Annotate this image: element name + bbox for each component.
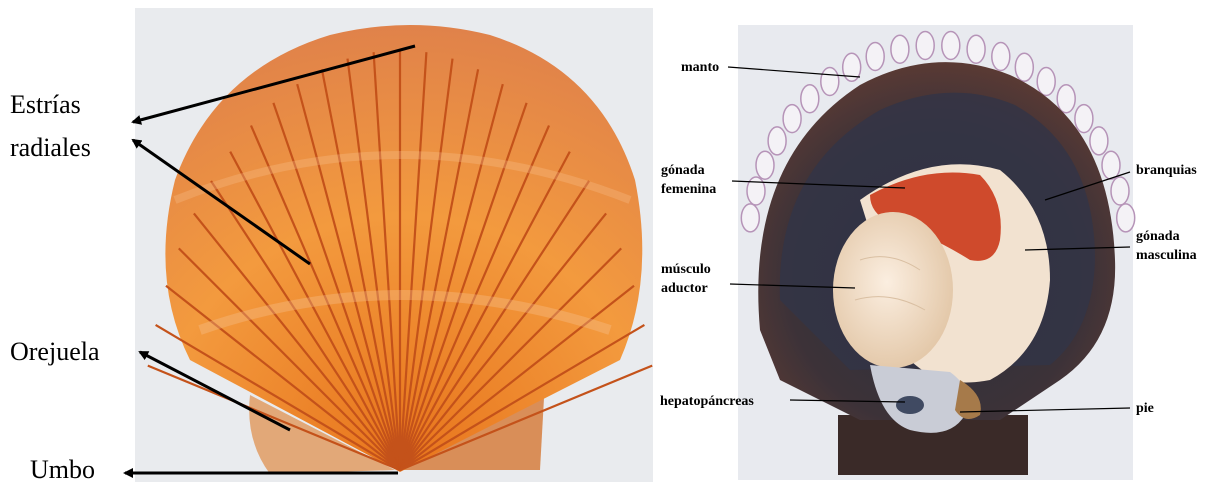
rim-tooth (1117, 204, 1135, 232)
label-branquias: branquias (1136, 163, 1197, 178)
rim-tooth (866, 43, 884, 71)
label-gonada-fem-2: femenina (661, 182, 716, 197)
left-shell-photo (135, 8, 653, 482)
label-pie: pie (1136, 401, 1154, 416)
label-estrias: Estrías (10, 90, 81, 119)
label-manto: manto (681, 60, 719, 75)
rim-tooth (992, 43, 1010, 71)
label-umbo: Umbo (30, 455, 95, 482)
rim-tooth (756, 151, 774, 179)
label-gonada-masc-2: masculina (1136, 248, 1197, 263)
rim-tooth (1015, 53, 1033, 81)
rim-tooth (741, 204, 759, 232)
rim-tooth (891, 35, 909, 63)
rim-tooth (801, 85, 819, 113)
rim-tooth (783, 105, 801, 133)
rim-tooth (1102, 151, 1120, 179)
rim-tooth (1057, 85, 1075, 113)
rim-tooth (916, 32, 934, 60)
rim-tooth (942, 32, 960, 60)
rim-tooth (821, 68, 839, 96)
label-hepatopancreas: hepatopáncreas (660, 394, 754, 409)
label-musculo: músculo (661, 262, 711, 277)
rim-tooth (1075, 105, 1093, 133)
rim-tooth (1090, 127, 1108, 155)
right-scallop-photo (738, 25, 1135, 480)
label-gonada-fem-1: gónada (661, 163, 705, 178)
rim-tooth (967, 35, 985, 63)
label-gonada-masc-1: gónada (1136, 229, 1180, 244)
rim-tooth (1111, 177, 1129, 205)
rim-tooth (768, 127, 786, 155)
adductor-muscle (833, 212, 953, 368)
label-aductor: aductor (661, 281, 708, 296)
rim-tooth (1037, 68, 1055, 96)
label-orejuela: Orejuela (10, 337, 100, 366)
hepatopancreas-dark-spot (896, 396, 924, 414)
label-radiales: radiales (10, 133, 91, 162)
